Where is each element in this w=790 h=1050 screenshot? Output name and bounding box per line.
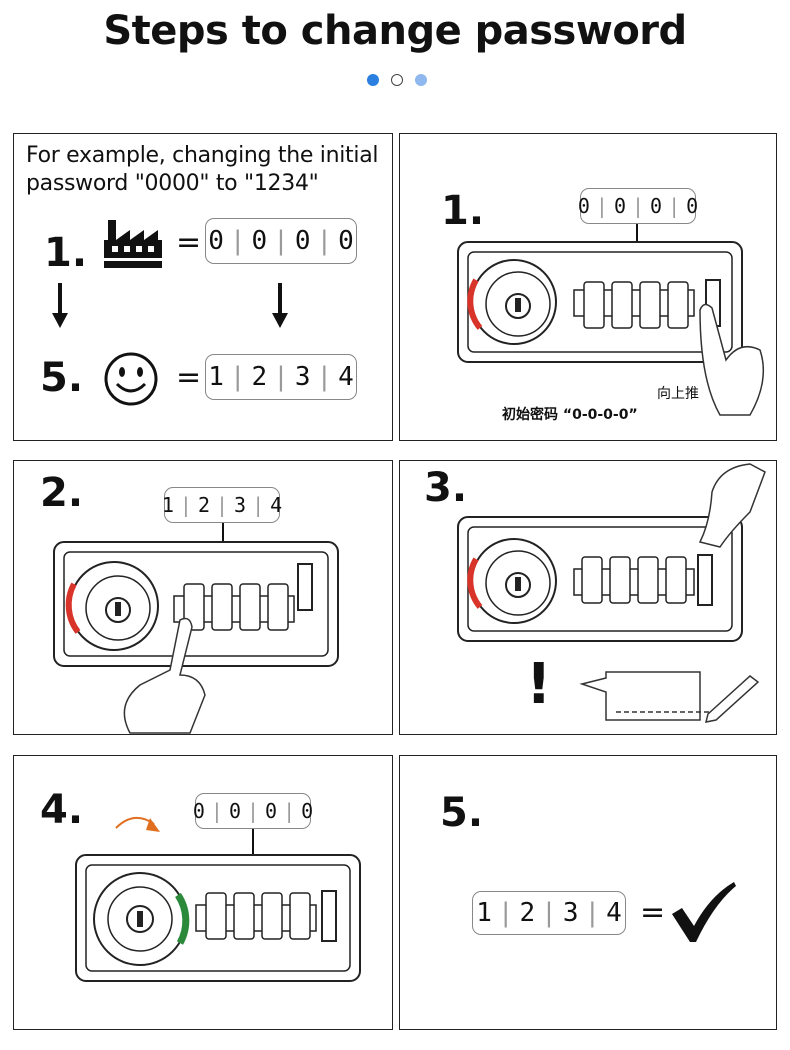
finger-icon bbox=[698, 463, 766, 548]
smiley-icon bbox=[104, 352, 158, 406]
step-4-code-box: 0| 0| 0| 0 bbox=[193, 793, 313, 829]
digit: 0 bbox=[251, 226, 268, 256]
intro-step-5: 5. bbox=[40, 355, 84, 401]
combination-lock-illustration bbox=[457, 516, 743, 642]
step-3-number: 3. bbox=[424, 465, 468, 511]
intro-text: For example, changing the initial passwo… bbox=[26, 142, 386, 198]
step-5-equals: = bbox=[640, 895, 666, 930]
step-5-code-box: 1| 2| 3| 4 bbox=[472, 891, 626, 935]
digit: 4 bbox=[270, 493, 283, 517]
down-arrow-icon bbox=[272, 283, 288, 328]
rotate-arrow-icon bbox=[115, 817, 160, 832]
pager-dot-2[interactable] bbox=[391, 74, 403, 86]
step-1-number: 1. bbox=[441, 188, 485, 234]
pager-dot-1[interactable] bbox=[367, 74, 379, 86]
push-up-label: 向上推 bbox=[657, 386, 699, 402]
finger-icon bbox=[123, 617, 206, 734]
digit: 2 bbox=[197, 493, 210, 517]
combination-lock-illustration bbox=[75, 854, 361, 982]
digit: 0 bbox=[294, 226, 311, 256]
step-5-number: 5. bbox=[440, 790, 484, 836]
intro-line-2: password "0000" to "1234" bbox=[26, 171, 319, 196]
step-2-code-box: 1| 2| 3| 4 bbox=[162, 487, 282, 523]
digit: 0 bbox=[265, 799, 278, 823]
combination-lock-illustration bbox=[53, 541, 339, 667]
digit: 4 bbox=[606, 898, 622, 928]
digit: 4 bbox=[338, 362, 354, 392]
step-4-number: 4. bbox=[40, 787, 84, 833]
intro-equals-2: = bbox=[176, 360, 202, 395]
digit: 3 bbox=[234, 493, 247, 517]
pager-dot-3[interactable] bbox=[415, 74, 427, 86]
new-code-box: 1| 2| 3| 4 bbox=[205, 354, 357, 400]
digit: 2 bbox=[519, 898, 536, 928]
digit: 0 bbox=[228, 799, 241, 823]
intro-line-1: For example, changing the initial bbox=[26, 143, 379, 168]
digit: 0 bbox=[192, 799, 205, 823]
digit: 2 bbox=[251, 362, 268, 392]
digit: 3 bbox=[562, 898, 579, 928]
checkmark-icon bbox=[672, 882, 736, 942]
initial-password-label: 初始密码 “0-0-0-0” bbox=[502, 407, 638, 423]
digit: 3 bbox=[294, 362, 311, 392]
digit: 1 bbox=[476, 898, 492, 928]
initial-code-box: 0| 0| 0| 0 bbox=[205, 218, 357, 264]
intro-equals-1: = bbox=[176, 225, 202, 260]
digit: 1 bbox=[161, 493, 174, 517]
combination-lock-illustration bbox=[457, 241, 743, 363]
factory-icon bbox=[104, 220, 162, 268]
finger-icon bbox=[699, 303, 765, 416]
step-2-number: 2. bbox=[40, 470, 84, 516]
down-arrow-icon bbox=[52, 283, 68, 328]
digit: 0 bbox=[650, 194, 663, 218]
note-pencil-icon bbox=[579, 671, 760, 723]
digit: 0 bbox=[686, 194, 699, 218]
step-3-exclaim: ! bbox=[526, 652, 552, 717]
digit: 0 bbox=[301, 799, 314, 823]
page-title: Steps to change password bbox=[103, 8, 687, 54]
digit: 1 bbox=[208, 362, 224, 392]
digit: 0 bbox=[613, 194, 626, 218]
digit: 0 bbox=[577, 194, 590, 218]
step-1-code-box: 0| 0| 0| 0 bbox=[578, 188, 698, 224]
intro-step-1: 1. bbox=[44, 230, 88, 276]
digit: 0 bbox=[208, 226, 224, 256]
digit: 0 bbox=[338, 226, 354, 256]
